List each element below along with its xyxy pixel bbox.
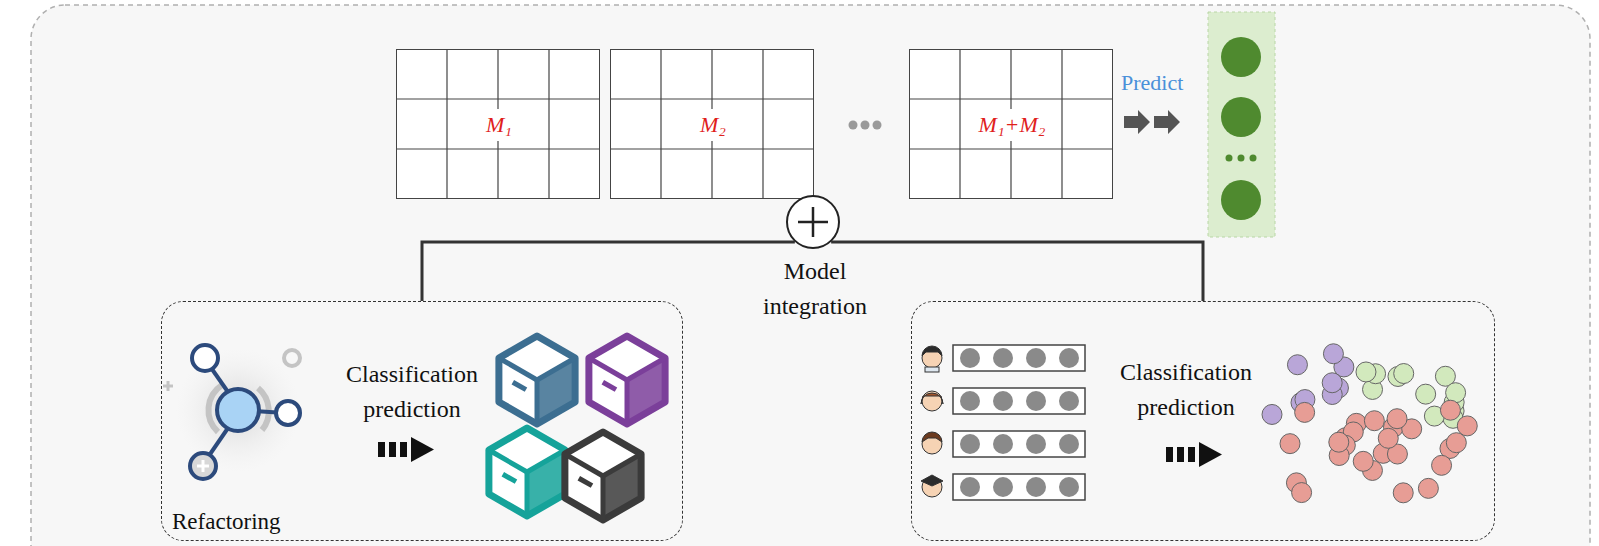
predict-label: Predict (1121, 70, 1183, 96)
plus-sign (788, 197, 838, 247)
dashed-arrow (378, 437, 434, 462)
node-caption: Model integration (740, 254, 890, 324)
matrix-grid: M₂ (610, 49, 814, 199)
outer-panel (31, 5, 1590, 546)
integration-circle: Model integration (786, 195, 840, 249)
matrix-grid: M₁ (396, 49, 600, 199)
node-caption: Classification prediction (322, 357, 502, 427)
category-cubes (489, 336, 665, 520)
node-caption: Classification prediction (1096, 355, 1276, 425)
person-feature-rows (921, 345, 1085, 500)
dashed-arrow (1166, 442, 1222, 467)
connector-line (831, 242, 1203, 301)
node-caption: Refactoring (172, 505, 281, 538)
ellipsis-dots (849, 121, 882, 130)
module-box: Classification prediction (911, 301, 1495, 541)
module-box: Classification predictionRefactoring (161, 301, 683, 541)
matrix-label: M₂ (697, 109, 729, 141)
class-scatter (1262, 344, 1477, 503)
connector-line (422, 242, 795, 301)
output-column (1208, 12, 1275, 237)
molecule-icon (163, 345, 300, 479)
predict-arrows (1124, 110, 1180, 134)
matrix-grid: M₁+M₂ (909, 49, 1113, 199)
matrix-label: M₁ (483, 109, 515, 141)
matrix-label: M₁+M₂ (976, 109, 1049, 141)
